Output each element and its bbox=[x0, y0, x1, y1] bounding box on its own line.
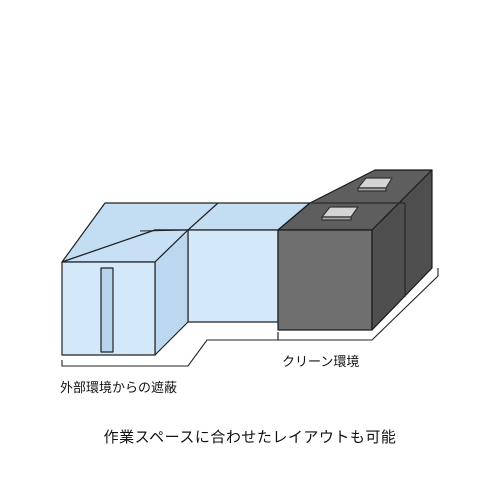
clean-module bbox=[277, 169, 433, 331]
clean-bracket bbox=[277, 268, 439, 341]
clean-label: クリーン環境 bbox=[282, 355, 359, 370]
top-divider bbox=[187, 202, 219, 231]
shield-modules bbox=[61, 202, 311, 356]
middle-module-front bbox=[187, 229, 279, 323]
top-divider-2 bbox=[139, 229, 189, 232]
vent-unit-2-side bbox=[321, 216, 352, 221]
caption: 作業スペースに合わせたレイアウトも可能 bbox=[103, 428, 397, 446]
shield-label: 外部環境からの遮蔽 bbox=[60, 380, 177, 396]
door-panel bbox=[100, 267, 114, 353]
vent-unit-1-side bbox=[357, 187, 387, 192]
clean-module-side bbox=[371, 169, 433, 331]
brackets bbox=[61, 268, 439, 367]
clean-module-front bbox=[277, 229, 373, 331]
